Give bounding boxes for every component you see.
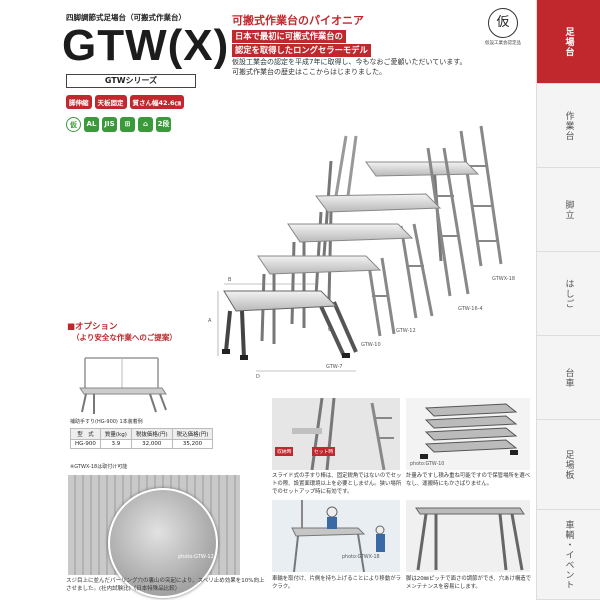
stacked-photo [406,398,530,470]
caption-stack: 計量みですし積み重ね可能ですので保管場所を選べなし、運搬時にもかさばりません。 [406,473,530,487]
spec-col-model: 型 式 [70,428,101,440]
platform-gtw-12 [287,223,434,328]
nav-workbench[interactable]: 作業台 [537,84,600,168]
model-title: GTW(X) [62,21,230,70]
handrail-option-image [79,357,167,414]
dim-label-d: D [256,374,260,380]
option-note: ※GTWX-18は取付け可能 [70,464,128,470]
tag-set: セット時 [312,447,336,456]
series-label: GTWシリーズ [66,74,196,88]
photo-label-gtw-10: photo:GTW-10 [410,462,445,467]
lead-line-1: 日本で最初に可搬式作業台の [232,30,346,43]
jis-icon: JIS [102,117,117,132]
lead-line-2: 認定を取得したロングセラーモデル [232,44,371,57]
caption-pitch: 脚は20㎜ピッチで面さの調節ができ、穴あけ構造でメンテナンスを容易にします。 [406,576,532,590]
intro-text: 仮設工業会の認定を平成7年に取得し、今もなおご愛顧いただいています。可搬式作業台… [232,58,467,76]
badge-top-fixed: 天板固定 [94,95,127,109]
lead-highlight: 日本で最初に可搬式作業台の 認定を取得したロングセラーモデル [232,30,444,58]
spec-cell-price-in: 35,200 [171,439,214,449]
stairs-icon: ⌂ [138,117,153,132]
two-step-icon: 2段 [156,117,171,132]
option-caption: 補助手すり(HG-900) 1本装着例 [70,419,143,425]
step-label-gtwx-18: GTWX-18 [492,276,515,282]
seal-caption: 仮設工業会認定品 [485,41,521,46]
spec-cell-model: HG-900 [70,439,101,449]
platform-lineup-illustration: A B C D GTWX-18 GTW-16-4 GTW-12 GTW-10 G… [208,125,515,380]
step-label-gtw-10: GTW-10 [361,342,381,348]
step-label-gtw-7: GTW-7 [326,364,342,370]
spec-row: HG-900 3.9 32,000 35,200 [70,439,214,449]
workers-photo [272,500,400,572]
option-subheading: （より安全な作業へのご提案） [72,333,177,342]
spec-col-price-ex: 税抜価格(円) [130,428,173,440]
caption-adjust: スライド式の手すり棒は、固定鋭角ではないのでセットの際、設置面環境以上を必要とし… [272,473,402,495]
caption-wheel: 車輪を取付け、片側を持ち上げることにより移動がラクラク。 [272,576,401,590]
ladder-icon: ⊞ [120,117,135,132]
adjust-photo [272,398,400,470]
certification-seal: 仮 仮設工業会認定品 [478,8,528,58]
nav-workbench-label: 作業台 [563,110,574,141]
photo-label-gtwx-18: photo:GTWX-18 [342,555,380,560]
feature-badges: 脚伸縮 天板固定 質さん幅42.6㎝ [66,95,185,109]
nav-scaffold-label: 足場台 [563,26,574,57]
seal-icon: 仮 [488,8,518,38]
dim-label-c: C [328,327,332,333]
badge-leg-extend: 脚伸縮 [66,95,92,109]
nav-ladder-label: はしご [563,278,574,309]
plate-caption: スジ目上に並んだパーリング穴の裏山の突起により、スベリ止め効果を10%向上させま… [66,578,265,592]
nav-plank[interactable]: 足場板 [537,420,600,510]
photo-label-gtw-12: photo:GTW-12 [178,554,214,560]
nav-vehicle-event[interactable]: 車輌・イベント [537,510,600,600]
spec-cell-price-ex: 32,000 [130,439,173,449]
step-label-gtw-12: GTW-12 [396,328,416,334]
aluminum-icon: AL [84,117,99,132]
badge-width: 質さん幅42.6㎝ [129,95,185,109]
spec-cell-weight: 3.9 [99,439,132,449]
dim-label-b: B [228,277,232,283]
spec-icons: 仮 AL JIS ⊞ ⌂ 2段 [66,117,171,132]
tagline: 可搬式作業台のパイオニア [232,14,364,27]
tag-stored: 収納時 [275,447,294,456]
spec-col-weight: 質量(kg) [99,428,132,440]
nav-plank-label: 足場板 [563,449,574,480]
nav-stepladder-label: 脚立 [563,199,574,220]
spec-header-row: 型 式 質量(kg) 税抜価格(円) 税込価格(円) [70,428,214,440]
option-spec-table: 型 式 質量(kg) 税抜価格(円) 税込価格(円) HG-900 3.9 32… [70,428,214,449]
nav-vehicle-event-label: 車輌・イベント [563,519,574,590]
nav-stepladder[interactable]: 脚立 [537,168,600,252]
product-subtitle: 四脚調節式足場台（可搬式作業台） [66,13,186,22]
spec-col-price-in: 税込価格(円) [171,428,214,440]
nav-cart[interactable]: 台車 [537,336,600,420]
deck-closeup-photo [108,488,218,598]
leg-pitch-photo [406,500,530,572]
nav-ladder[interactable]: はしご [537,252,600,336]
dim-label-a: A [208,318,212,324]
step-label-gtw-16-4: GTW-16-4 [458,306,483,312]
nav-cart-label: 台車 [563,367,574,388]
nav-scaffold[interactable]: 足場台 [537,0,600,84]
platform-gtw-7 [222,290,358,360]
option-heading: ■オプション [67,322,118,332]
category-sidenav: 足場台 作業台 脚立 はしご 台車 足場板 車輌・イベント [536,0,600,600]
certification-icon: 仮 [66,117,81,132]
